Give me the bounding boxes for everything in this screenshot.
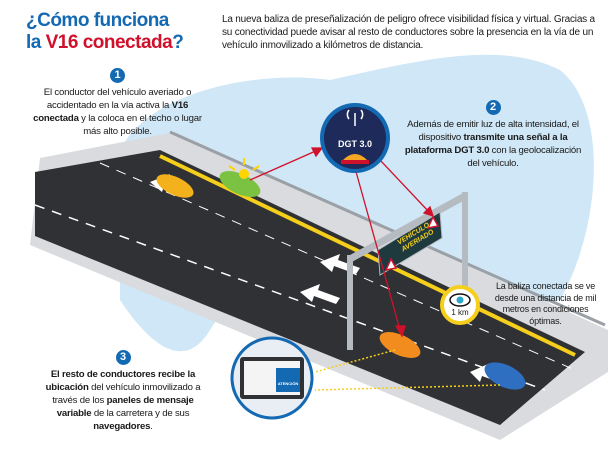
title-suffix: ? <box>172 32 184 53</box>
step-number: 2 <box>485 100 501 115</box>
step-text: . <box>150 421 153 432</box>
step-bold: transmite una señal a la plataforma DGT … <box>404 132 568 156</box>
title-prefix: la <box>26 32 46 53</box>
antenna-icon <box>346 109 364 126</box>
distance-label: 1 km <box>451 308 469 317</box>
step-text: de la carretera y de sus <box>91 408 190 419</box>
step-text: Además de emitir luz de alta intensidad,… <box>407 119 579 143</box>
orange-car <box>379 332 421 358</box>
yellow-car <box>156 174 194 198</box>
navigator-alert: ATENCIÓN <box>277 381 299 386</box>
step-text: del vehículo inmovilizado a través de lo… <box>52 382 201 406</box>
beacon-icon <box>343 154 367 160</box>
v16-beacon-icon <box>239 169 249 179</box>
signal-arrows <box>249 147 435 338</box>
variable-message-sign <box>377 211 443 276</box>
dgt-badge <box>320 103 390 173</box>
lane-divider <box>34 204 546 391</box>
road-asphalt <box>35 150 585 425</box>
guardrail <box>169 130 606 327</box>
navigator-device <box>230 336 314 420</box>
step-1: 1 El conductor del vehículo averiado o a… <box>30 68 205 138</box>
step-text: y la coloca en el techo o lugar más alto… <box>78 113 202 137</box>
green-car-broken-down <box>219 158 261 197</box>
visibility-note: La baliza conectada se ve desde una dist… <box>494 281 597 326</box>
dgt-label: DGT 3.0 <box>337 139 372 149</box>
arrow-icon <box>300 284 340 304</box>
intro-text: La nueva baliza de preseñalización de pe… <box>222 14 595 51</box>
title-highlight: V16 conectada <box>45 32 173 53</box>
step-bold: navegadores <box>93 421 151 432</box>
step-3: 3 El resto de conductores recibe la ubic… <box>38 350 208 433</box>
step-bold: paneles de mensaje variable <box>56 395 194 419</box>
warning-icon <box>384 257 398 272</box>
dotted-links <box>314 349 501 391</box>
warning-icon <box>426 215 440 230</box>
blue-car <box>484 362 526 390</box>
eye-icon <box>449 293 471 307</box>
step-2: 2 Además de emitir luz de alta intensida… <box>398 100 588 170</box>
title-line2: la V16 conectada? <box>26 32 184 54</box>
step-number: 3 <box>115 350 131 365</box>
step-number: 1 <box>110 68 125 83</box>
step-bold: El resto de conductores recibe la ubicac… <box>45 369 196 393</box>
visibility-badge <box>440 285 480 325</box>
step-text: El conductor del vehículo averiado o acc… <box>43 87 192 111</box>
page-title: ¿Cómo funciona la V16 conectada? <box>26 10 184 54</box>
title-line1: ¿Cómo funciona <box>26 10 169 31</box>
step-bold: V16 conectada <box>33 100 189 124</box>
step-text: con la geolocalización del vehículo. <box>467 145 582 169</box>
gantry <box>347 192 468 350</box>
